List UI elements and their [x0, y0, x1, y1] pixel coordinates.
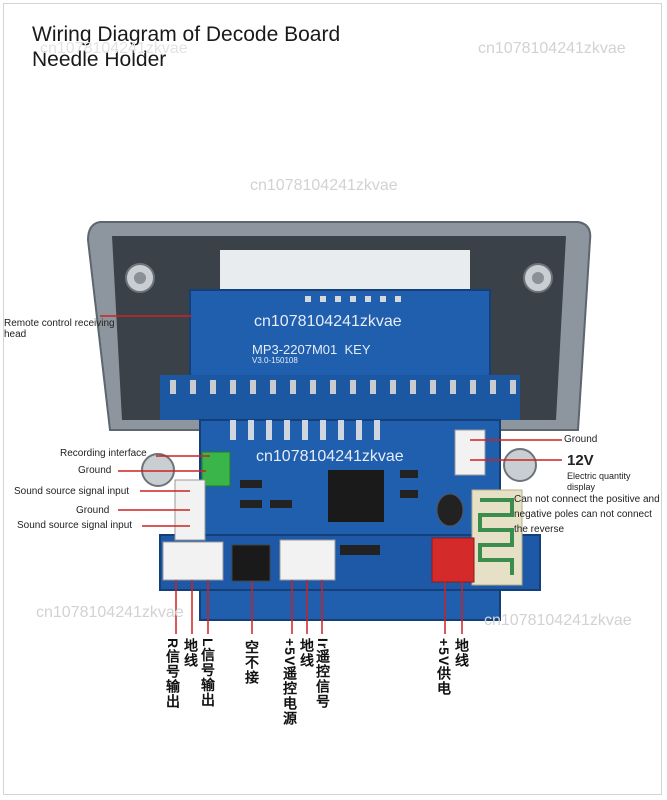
- board-version-text: V3.0-150108: [252, 356, 298, 365]
- label-gnd-b: 地线: [299, 638, 315, 668]
- label-ground-2: Ground: [76, 505, 110, 516]
- watermark-upper-center: cn1078104241zkvae: [250, 177, 398, 194]
- capacitor: [436, 493, 464, 527]
- screw-top-left-head: [134, 272, 146, 284]
- nc-connector: [231, 544, 271, 582]
- watermark-board-mid: cn1078104241zkvae: [256, 448, 404, 465]
- label-electric-display: Electric quantity display: [567, 471, 631, 492]
- pin-header-row: [170, 380, 516, 394]
- label-nc: 空不接: [244, 640, 260, 685]
- label-remote-receiver: Remote control receiving head: [4, 318, 115, 340]
- label-l-out: L信号输出: [200, 638, 216, 708]
- label-gnd-a: 地线: [183, 638, 199, 668]
- image-frame: [3, 3, 662, 795]
- label-remote-power: +5V遥控电源: [282, 638, 298, 727]
- label-r-out: R信号输出: [165, 638, 181, 710]
- antenna-trace: [478, 498, 514, 575]
- screw-lower-right: [503, 448, 537, 482]
- audio-out-connector: [162, 541, 224, 581]
- screw-lower-left: [141, 453, 175, 487]
- watermark-top-right: cn1078104241zkvae: [478, 40, 626, 57]
- label-power-5v: +5V供电: [436, 638, 452, 697]
- watermark-board-top: cn1078104241zkvae: [254, 313, 402, 330]
- top-pin-row: [305, 296, 401, 302]
- power-5v-connector: [431, 537, 475, 583]
- upper-board-pins: [160, 375, 520, 420]
- board-model-text: MP3-2207M01 KEY: [252, 342, 371, 357]
- label-ground-right: Ground: [564, 434, 598, 445]
- label-gnd-c: 地线: [454, 638, 470, 668]
- pin-header-mid: [230, 420, 380, 440]
- watermark-top-left: cn1078104241zkvae: [40, 40, 188, 57]
- title-line-2: Needle Holder: [32, 48, 167, 71]
- recording-connector: [201, 451, 231, 487]
- label-ir-signal: Ir遥控信号: [315, 638, 331, 710]
- label-ground-1: Ground: [78, 465, 112, 476]
- remote-connector: [279, 539, 336, 581]
- title-line-1: Wiring Diagram of Decode Board: [32, 23, 341, 46]
- label-polarity-warning: Can not connect the positive and negativ…: [514, 494, 660, 535]
- diagram-title: Wiring Diagram of Decode Board Needle Ho…: [32, 22, 340, 72]
- smd-components: [240, 470, 418, 555]
- pointer-lines: [100, 315, 562, 634]
- label-12v: 12V: [567, 452, 594, 469]
- label-recording-interface: Recording interface: [60, 448, 147, 459]
- screw-top-right-head: [532, 272, 544, 284]
- decoder-chip: [328, 470, 384, 522]
- display-window: [220, 250, 470, 290]
- watermark-bottom-right: cn1078104241zkvae: [484, 612, 632, 629]
- watermark-bottom-left: cn1078104241zkvae: [36, 604, 184, 621]
- label-sound-source-2: Sound source signal input: [17, 520, 133, 531]
- label-sound-source-1: Sound source signal input: [14, 486, 130, 497]
- upper-board: [189, 289, 491, 386]
- power-12v-connector: [454, 429, 486, 476]
